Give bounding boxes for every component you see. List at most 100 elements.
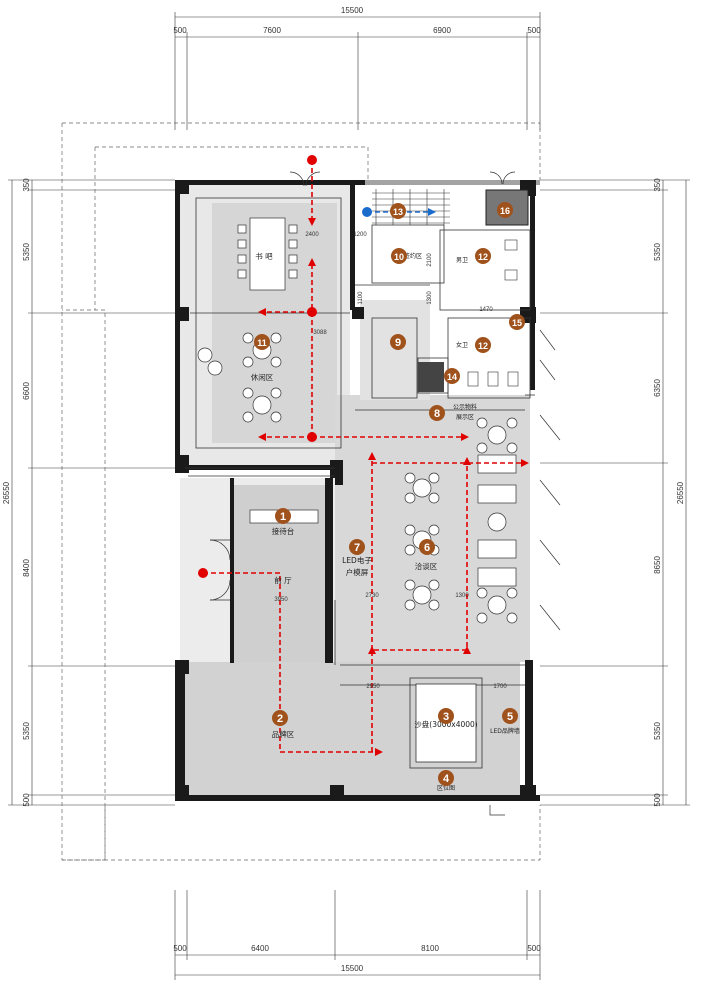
lobby-doors xyxy=(209,171,561,816)
left-seg-3: 6600 xyxy=(22,382,31,400)
route-arrowheads xyxy=(258,218,529,756)
svg-text:12: 12 xyxy=(478,252,488,262)
dim-2400: 2400 xyxy=(305,232,319,238)
svg-text:12: 12 xyxy=(478,341,488,351)
label-led-wall: LED品牌墙 xyxy=(490,727,520,735)
marker-5: 5 xyxy=(502,708,518,724)
svg-text:7: 7 xyxy=(354,542,360,554)
svg-text:5: 5 xyxy=(507,711,513,723)
left-seg-6: 500 xyxy=(22,793,31,807)
dim-1470: 1470 xyxy=(479,307,493,313)
svg-text:14: 14 xyxy=(447,372,457,382)
svg-text:8: 8 xyxy=(434,408,440,420)
left-dimensions xyxy=(8,179,175,806)
marker-12a: 12 xyxy=(475,248,491,264)
right-seg-4: 8650 xyxy=(653,556,662,574)
walls xyxy=(175,180,540,801)
toilet-fixtures xyxy=(467,239,519,387)
right-seg-6: 500 xyxy=(653,793,662,807)
marker-3: 3 xyxy=(438,708,454,724)
label-reception: 接待台 xyxy=(272,526,295,536)
dim-1700: 1700 xyxy=(493,684,507,690)
bottom-seg-3: 8100 xyxy=(421,944,439,953)
svg-text:2: 2 xyxy=(277,713,283,725)
top-seg-1: 500 xyxy=(173,26,187,35)
marker-10: 10 xyxy=(391,248,407,264)
svg-text:13: 13 xyxy=(393,207,403,217)
left-seg-5: 5350 xyxy=(22,722,31,740)
marker-1: 1 xyxy=(275,508,291,524)
svg-text:15: 15 xyxy=(512,318,522,328)
dim-3088: 3088 xyxy=(313,330,327,336)
svg-text:11: 11 xyxy=(257,338,267,348)
top-seg-2: 7600 xyxy=(263,26,281,35)
svg-text:9: 9 xyxy=(395,337,401,349)
bottom-total-dim: 15500 xyxy=(341,964,364,973)
marker-4: 4 xyxy=(438,770,454,786)
top-seg-3: 6900 xyxy=(433,26,451,35)
label-led-screen-2: 户模屏 xyxy=(346,567,369,577)
right-total-dim: 26550 xyxy=(676,481,685,504)
bottom-seg-2: 6400 xyxy=(251,944,269,953)
label-sign-area: 品牌区 xyxy=(272,729,295,739)
svg-text:1: 1 xyxy=(280,511,286,523)
marker-15: 15 xyxy=(509,314,525,330)
staff-route xyxy=(362,207,436,217)
svg-text:6: 6 xyxy=(424,542,430,554)
marker-9: 9 xyxy=(390,334,406,350)
book-bar-table xyxy=(237,217,298,291)
dim-1300b: 1300 xyxy=(427,291,433,305)
bottom-seg-4: 500 xyxy=(527,944,541,953)
marker-11: 11 xyxy=(254,334,270,350)
svg-text:3: 3 xyxy=(443,711,449,723)
label-rest-area: 休闲区 xyxy=(251,372,274,382)
dim-1300: 1300 xyxy=(455,593,469,599)
svg-text:16: 16 xyxy=(500,206,510,216)
label-male-wc: 男卫 xyxy=(456,257,468,264)
marker-6: 6 xyxy=(419,539,435,555)
label-model-area: 区位图 xyxy=(437,784,455,792)
visitor-route xyxy=(203,160,525,753)
label-display-2: 展示区 xyxy=(456,414,474,421)
marker-7: 7 xyxy=(349,539,365,555)
sofas xyxy=(477,454,517,587)
bottom-dimensions xyxy=(174,890,541,980)
dim-1100: 1100 xyxy=(358,291,364,305)
label-display-1: 公示物料 xyxy=(453,403,477,411)
top-total-dim: 15500 xyxy=(341,6,364,15)
site-outline xyxy=(61,122,541,861)
svg-text:10: 10 xyxy=(394,252,404,262)
top-seg-4: 500 xyxy=(527,26,541,35)
right-seg-2: 5350 xyxy=(653,243,662,261)
label-negotiation: 洽谈区 xyxy=(415,561,438,571)
left-total-dim: 26550 xyxy=(2,481,11,504)
dim-3950: 3950 xyxy=(274,597,288,603)
marker-2: 2 xyxy=(272,710,288,726)
marker-13: 13 xyxy=(390,203,406,219)
dim-2100: 2100 xyxy=(427,253,433,267)
left-seg-2: 5350 xyxy=(22,243,31,261)
svg-text:4: 4 xyxy=(443,773,450,785)
label-lobby: 前 厅 xyxy=(274,575,292,585)
right-seg-3: 6350 xyxy=(653,379,662,397)
right-seg-1: 350 xyxy=(653,178,662,192)
label-sign-area2: 签约区 xyxy=(404,252,422,260)
left-seg-1: 350 xyxy=(22,178,31,192)
marker-14: 14 xyxy=(444,368,460,384)
dim-1200: 1200 xyxy=(353,232,367,238)
label-female-wc: 女卫 xyxy=(456,341,468,349)
marker-12b: 12 xyxy=(475,337,491,353)
marker-8: 8 xyxy=(429,405,445,421)
rest-area-tables xyxy=(197,332,282,423)
top-dimensions xyxy=(174,12,541,130)
right-dimensions xyxy=(540,179,690,806)
left-seg-4: 8400 xyxy=(22,559,31,577)
label-sand-table: 沙盘(3000x4000) xyxy=(414,719,478,729)
dim-2950: 2950 xyxy=(366,684,380,690)
bottom-seg-1: 500 xyxy=(173,944,187,953)
marker-16: 16 xyxy=(497,202,513,218)
right-seg-5: 5350 xyxy=(653,722,662,740)
label-book-bar: 书 吧 xyxy=(255,251,273,261)
label-led-screen-1: LED电子 xyxy=(342,555,372,565)
